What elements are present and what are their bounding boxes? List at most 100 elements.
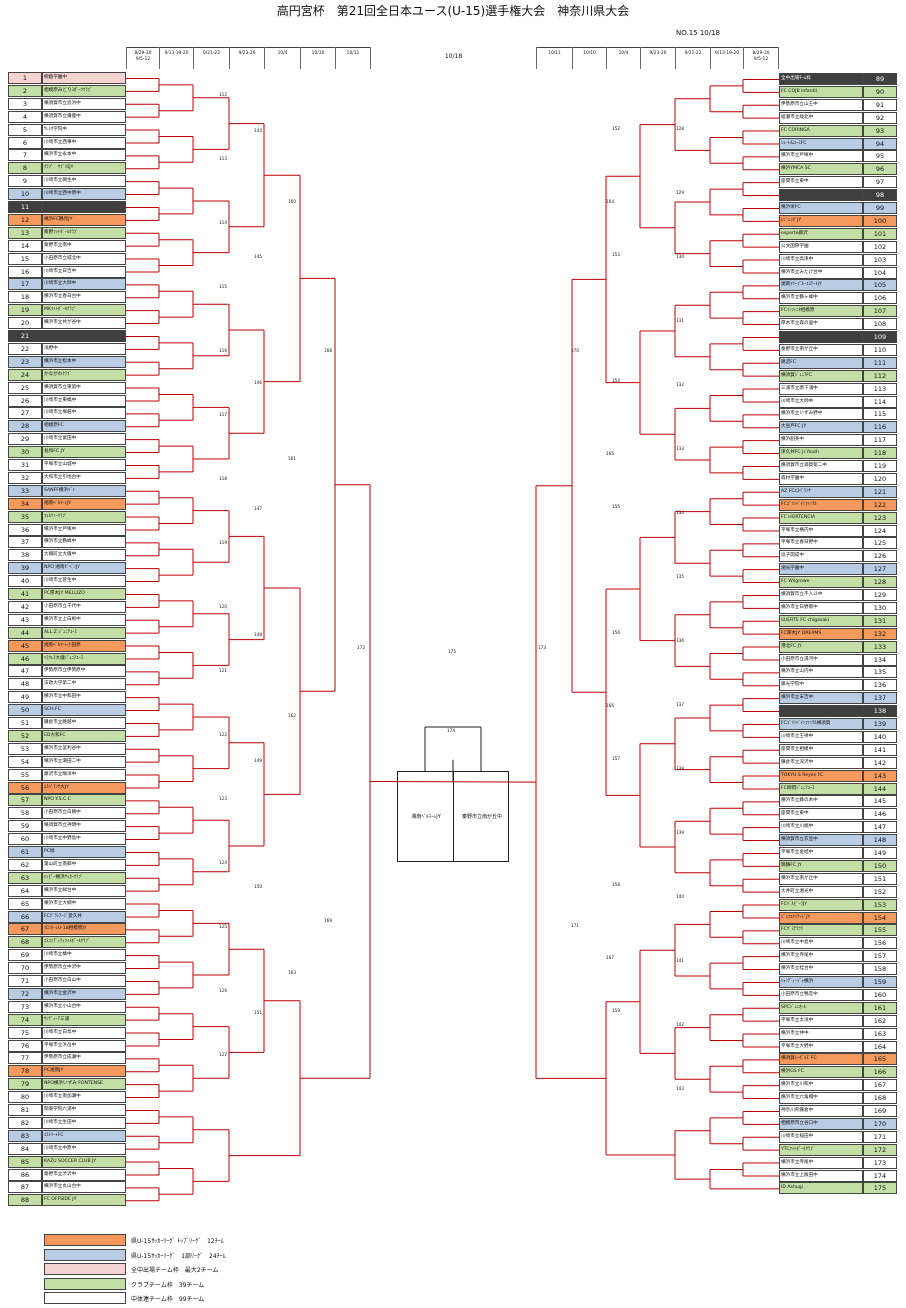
match-number-r3: 143 — [676, 1086, 684, 1091]
team-name: 横浜市立戸塚中 — [42, 523, 126, 536]
match-number-l3: 114 — [219, 220, 227, 225]
match-number-l5: 161 — [288, 456, 296, 461]
team-number: 114 — [863, 395, 897, 408]
team-name: 大豆戸FC JY — [779, 421, 863, 434]
team-number: 140 — [863, 730, 897, 743]
team-name: 綾瀬市立綾北中 — [779, 111, 863, 124]
team-name: 長和FC JY — [42, 446, 126, 459]
match-number-l3: 126 — [219, 988, 227, 993]
team-name: 横浜市立緑台中 — [42, 884, 126, 897]
team-number: 11 — [8, 201, 42, 213]
team-number: 120 — [863, 472, 897, 485]
team-name: 横浜市立鶴峰中 — [42, 536, 126, 549]
team-name: 横浜市立末吉中 — [779, 692, 863, 705]
team-number: 79 — [8, 1078, 42, 1091]
match-number-r3: 133 — [676, 446, 684, 451]
team-name: 横浜市立日野南中 — [779, 601, 863, 614]
team-name: ﾍﾗｸﾚｽ大磯ｼﾞｭﾆｱﾕｰｽ — [42, 652, 126, 665]
team-number: 78 — [8, 1065, 42, 1078]
team-name: KAZU SOCCER CLUB JY — [42, 1155, 126, 1168]
team-name: FC HORTENCIA — [779, 511, 863, 524]
header-left-0: 8/29-30 9/5-12 — [126, 47, 159, 69]
team-number: 106 — [863, 292, 897, 305]
team-number: 6 — [8, 136, 42, 149]
team-number: 67 — [8, 923, 42, 936]
team-name: NPO 湘南ｾﾞﾍﾞﾝJY — [42, 562, 126, 575]
legend-label: 全中出場チーム枠 最大2チーム — [131, 1267, 219, 1274]
team-number: 65 — [8, 897, 42, 910]
team-number: 38 — [8, 549, 42, 562]
team-number: 8 — [8, 162, 42, 175]
team-name: 関東学院六浦中 — [42, 1104, 126, 1116]
team-number: 104 — [863, 266, 897, 279]
team-name: 港北FC JY — [779, 640, 863, 653]
team-name: 鎌倉市立深沢中 — [779, 756, 863, 769]
team-name — [42, 201, 126, 213]
team-number: 32 — [8, 471, 42, 484]
team-number: 81 — [8, 1104, 42, 1116]
team-name: 横浜市立藤の木中 — [779, 795, 863, 808]
team-number: 117 — [863, 434, 897, 447]
final-right-team: 秦野市立南が丘中 — [461, 814, 502, 820]
match-number-l3: 118 — [219, 476, 227, 481]
team-name: 秦野市立南が丘中 — [779, 343, 863, 356]
team-number: 73 — [8, 1000, 42, 1013]
team-name: 小田原市立白山中 — [42, 975, 126, 987]
team-name: 座間市立相模中 — [779, 743, 863, 756]
team-name: NPO Y.S.C.C — [42, 794, 126, 807]
team-number: 61 — [8, 846, 42, 858]
team-name: 川崎市立大師中 — [42, 278, 126, 291]
final-result-box: 湘南ﾍﾞﾙﾏｰﾚJY 秦野市立南が丘中 — [397, 771, 509, 862]
team-name: 横浜市立釜利谷中 — [42, 742, 126, 755]
team-number: 155 — [863, 924, 897, 937]
team-number: 40 — [8, 575, 42, 588]
team-name: PC厚木JY MELLIZO — [42, 588, 126, 600]
team-number: 143 — [863, 769, 897, 782]
team-number: 142 — [863, 756, 897, 769]
match-number-r3: 131 — [676, 318, 684, 323]
team-name: SANFF横浜ﾍﾞｲ — [42, 484, 126, 497]
team-name: 津久井FC Jr.Youth — [779, 447, 863, 460]
team-name: 川崎市立西中原中 — [42, 188, 126, 201]
team-number: 116 — [863, 421, 897, 434]
team-name: FC師岡ｼﾞｭﾆｱﾕｰｽ — [779, 782, 863, 795]
match-number-l4: 148 — [254, 632, 262, 637]
team-name: 川崎市立東橘中 — [42, 394, 126, 407]
team-name: 鵠鶴FC JY — [779, 859, 863, 872]
team-number: 63 — [8, 871, 42, 884]
team-number: 17 — [8, 278, 42, 291]
team-name: 川崎市立菅生中 — [42, 575, 126, 588]
team-name: 横須賀市立鎌鹿中 — [42, 110, 126, 123]
team-name — [779, 705, 863, 718]
team-name: 川崎市立大師中 — [779, 395, 863, 408]
team-number: 115 — [863, 408, 897, 421]
match-number-r4: 156 — [612, 630, 620, 635]
team-name: 小田原市立鴨宮中 — [779, 988, 863, 1001]
team-number: 168 — [863, 1092, 897, 1105]
team-name: ｼｬﾝﾃﾞｨｰｼﾞｬ横浜 — [779, 976, 863, 988]
team-number: 146 — [863, 808, 897, 821]
team-number: 147 — [863, 821, 897, 834]
team-name: 横浜市立永本中 — [42, 149, 126, 162]
match-number-r3: 130 — [676, 254, 684, 259]
team-name: 横浜GS FC — [779, 1066, 863, 1079]
team-number: 98 — [863, 189, 897, 202]
team-name: ALL.Z ｼﾞｭﾆｱﾕｰｽ — [42, 626, 126, 639]
match-number-semi-left: 172 — [357, 645, 365, 650]
team-number: 59 — [8, 820, 42, 833]
team-name: 横須賀ｼｰﾎﾞﾙｽﾞFC — [779, 1053, 863, 1066]
team-number: 23 — [8, 355, 42, 368]
legend-label: クラブチーム枠 39チーム — [131, 1281, 205, 1289]
team-number: 154 — [863, 911, 897, 924]
team-name: 伊勢原市立伊勢原中 — [42, 665, 126, 678]
team-name: TOKYU S Reyes FC — [779, 769, 863, 782]
team-name: 横浜市立みたけ台中 — [779, 266, 863, 279]
match-number-l3: 117 — [219, 412, 227, 417]
team-name: 横浜市立仲中 — [779, 1027, 863, 1040]
team-name: 大和市立引地台中 — [42, 471, 126, 484]
header-left-6: 10/11 — [335, 47, 370, 69]
team-name: esporte藤沢 — [779, 227, 863, 240]
team-number: 68 — [8, 936, 42, 949]
team-name: 小田原市立湯河中 — [779, 653, 863, 666]
team-number: 158 — [863, 963, 897, 976]
